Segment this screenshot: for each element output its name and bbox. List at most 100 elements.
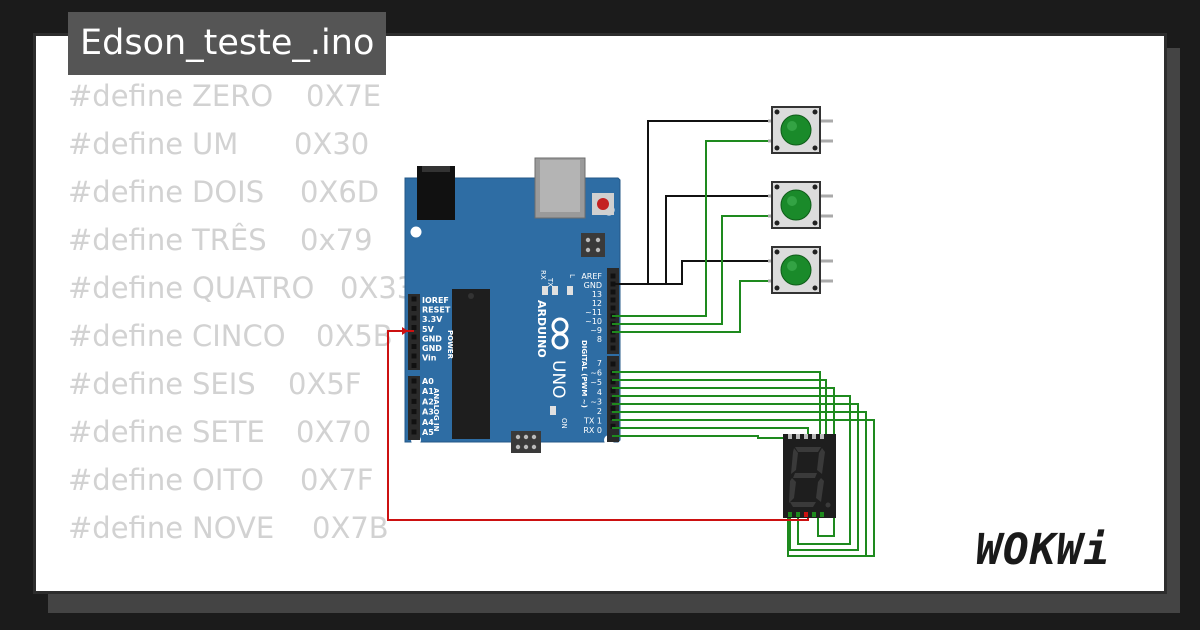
wire-segment-g <box>612 419 875 557</box>
analog-pin-label: A3 <box>422 408 434 417</box>
led-tx <box>542 286 548 295</box>
button-cap[interactable] <box>780 114 812 146</box>
header-pin[interactable] <box>411 409 417 415</box>
wire-segment-c <box>612 387 835 537</box>
display-pin[interactable] <box>812 434 816 439</box>
power-pin-label: IOREF <box>422 296 449 305</box>
project-title[interactable]: Edson_teste_.ino <box>68 12 387 75</box>
digital-pin-label: ~9 <box>590 326 602 335</box>
header-pin[interactable] <box>411 306 417 311</box>
header-pin[interactable] <box>610 305 616 311</box>
digital-pin-label: 12 <box>592 299 602 308</box>
wire-segment-d <box>612 395 851 545</box>
analog-pin-label: A1 <box>422 387 434 396</box>
header-pin[interactable] <box>411 344 417 349</box>
code-keyword: #define <box>68 319 184 353</box>
header-pin[interactable] <box>610 388 616 394</box>
seven-segment-display[interactable] <box>783 434 836 518</box>
led-on <box>550 406 556 415</box>
digital-pin-label: ~6 <box>590 369 602 378</box>
power-pin-label: Vin <box>422 354 437 363</box>
wires <box>387 120 875 557</box>
mounting-hole <box>410 226 422 238</box>
header-pin[interactable] <box>610 406 616 411</box>
button-cap[interactable] <box>780 254 812 286</box>
header-pin[interactable] <box>411 388 417 394</box>
model-text: UNO <box>548 360 568 399</box>
header-pin[interactable] <box>610 397 616 403</box>
code-constant-value: 0X5B <box>316 319 393 353</box>
header-pin[interactable] <box>610 423 616 429</box>
digital-pin-label: GND <box>584 281 602 290</box>
digital-pin-label: TX 1 <box>583 417 602 426</box>
display-pin[interactable] <box>796 434 800 439</box>
code-constant-name: UM <box>192 127 239 161</box>
segment-d <box>790 502 816 507</box>
display-pin[interactable] <box>804 434 808 439</box>
atmega-chip <box>452 289 490 439</box>
header-pin[interactable] <box>411 315 417 321</box>
led-l <box>567 286 573 295</box>
header-pin[interactable] <box>610 297 616 303</box>
code-constant-value: 0X6D <box>300 175 380 209</box>
button-cap[interactable] <box>780 189 812 221</box>
header-pin[interactable] <box>411 378 417 384</box>
digital-pin-label: ~3 <box>590 397 602 406</box>
segment-f <box>791 448 798 474</box>
digital-label: DIGITAL (PWM ~) <box>580 340 588 408</box>
code-constant-value: 0X5F <box>288 367 362 401</box>
power-label: POWER <box>446 330 454 360</box>
header-pin[interactable] <box>610 361 616 367</box>
code-keyword: #define <box>68 79 184 113</box>
wire-button-1 <box>612 140 775 317</box>
header-pin[interactable] <box>411 334 417 340</box>
header-pin[interactable] <box>411 363 417 368</box>
display-pin[interactable] <box>796 512 800 517</box>
push-button-3[interactable] <box>768 246 833 294</box>
analog-pin-label: A2 <box>422 397 434 406</box>
header-pin[interactable] <box>411 353 417 359</box>
wire-ground-button-1 <box>612 120 775 285</box>
header-pin[interactable] <box>411 419 417 425</box>
segment-e <box>789 478 796 503</box>
push-button-2[interactable] <box>768 181 833 229</box>
header-pin[interactable] <box>411 429 417 435</box>
display-pin[interactable] <box>788 434 792 439</box>
header-pin[interactable] <box>411 296 417 302</box>
label-rx: RX <box>539 270 547 280</box>
digital-pin-label: 7 <box>597 359 602 368</box>
code-constant-name: OITO <box>192 463 264 497</box>
power-pin-label: 5V <box>422 325 435 334</box>
header-pin[interactable] <box>610 345 616 351</box>
code-constant-value: 0X7E <box>306 79 382 113</box>
header-pin[interactable] <box>610 414 616 420</box>
label-on: ON <box>560 418 568 429</box>
wire-button-3 <box>612 280 775 333</box>
header-pin[interactable] <box>411 398 417 404</box>
wire-button-2 <box>612 215 775 325</box>
wire-rx <box>612 435 800 439</box>
digital-pin-label: 4 <box>597 388 602 397</box>
analog-pin-label: A0 <box>422 377 434 386</box>
header-pin[interactable] <box>610 289 616 295</box>
display-pin[interactable] <box>820 434 824 439</box>
header-pin[interactable] <box>610 273 616 279</box>
arduino-logo-icon <box>551 317 569 350</box>
header-pin[interactable] <box>610 337 616 343</box>
display-pin[interactable] <box>788 512 792 517</box>
segment-dp <box>825 502 831 508</box>
header-pin[interactable] <box>610 379 616 385</box>
code-constant-value: 0X30 <box>294 127 370 161</box>
code-keyword: #define <box>68 463 184 497</box>
code-constant-value: 0x79 <box>300 223 373 257</box>
wire-segment-e <box>612 403 859 551</box>
header-pin[interactable] <box>411 325 417 330</box>
code-constant-name: NOVE <box>192 511 275 545</box>
power-pin-label: GND <box>422 334 442 343</box>
display-pin[interactable] <box>820 512 824 517</box>
display-pin[interactable] <box>804 512 808 517</box>
display-pin[interactable] <box>812 512 816 517</box>
digital-pin-label: 8 <box>597 335 602 344</box>
push-button-1[interactable] <box>768 106 833 154</box>
